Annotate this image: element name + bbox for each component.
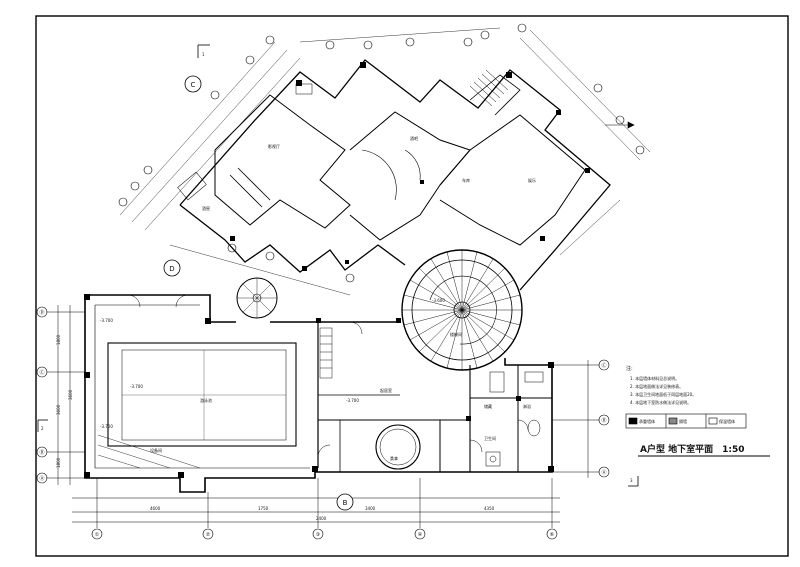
dimension-text: 1800 [56,457,61,468]
grid-bubble-left-c: Ⓒ [36,366,48,378]
section-mark-number: 2 [41,426,44,431]
grid-bubble-left-d: Ⓓ [36,306,48,318]
grid-bubble-left-b: Ⓑ [36,446,48,458]
dimension-text: 4350 [484,506,495,511]
room-label-sauna: 桑拿 [390,455,398,461]
room-label-shower: 淋浴 [523,403,531,409]
grid-lines-right [552,360,600,478]
room-label-bar: 酒吧 [410,135,418,141]
svg-text:C: C [191,81,196,89]
legend-item: 承重墙体 [639,418,655,424]
room-label-stair-hall: 楼梯间 [450,331,462,337]
section-mark-top [197,44,210,58]
direction-arrow [605,121,635,129]
dimension-text: 1750 [258,506,269,511]
svg-text:③: ③ [316,532,320,538]
spiral-stair [401,249,523,371]
room-label-store: 储藏 [484,403,492,409]
room-label-hall: 起居室 [380,387,392,393]
big-bubble-c: C [184,75,202,93]
sheet-border [35,15,789,557]
svg-text:Ⓓ: Ⓓ [39,309,44,316]
section-mark-right [628,476,639,487]
grid-bubble-1: ① [91,528,103,540]
svg-text:②: ② [206,532,211,538]
section-mark-left [37,419,48,432]
room-label-bath: 卫生间 [484,435,496,441]
room-label-pool: 游泳池 [200,397,212,403]
dimension-text: 1800 [56,334,61,345]
svg-text:Ⓑ: Ⓑ [39,449,44,456]
note-line: 2. 本层地面做法详见装修表。 [630,383,683,389]
level-mark: -3.700 [100,318,113,323]
small-spiral-stair [236,277,278,319]
svg-text:Ⓒ: Ⓒ [601,362,606,369]
note-line: 3. 本层卫生间地面低于同层地面20。 [630,391,696,397]
room-label-wine: 酒窖 [202,205,210,211]
legend-item: 隔墙 [679,418,687,424]
section-mark-number: 3 [630,478,633,483]
room-label-upper-hall: 影视厅 [268,143,280,149]
room-label-mech: 设备间 [150,447,162,453]
svg-text:①: ① [95,532,100,538]
swimming-pool [107,342,297,447]
svg-text:B: B [343,499,348,507]
sauna-round [375,424,421,470]
section-mark-number: 1 [202,52,205,57]
grid-lines-left [45,305,85,485]
note-line: 1. 本层墙体材料见总说明。 [630,375,679,381]
notes-heading: 注: [626,365,633,372]
grid-bubble-3: ③ [312,528,324,540]
room-label-play: 娱乐 [528,177,536,183]
big-bubble-b: B [336,493,354,511]
dimension-text: 3600 [56,404,61,415]
note-line: 4. 本层地下室防水做法详见说明。 [630,399,691,405]
level-mark: -3.700 [100,424,113,429]
level-mark: -3.700 [130,384,143,389]
grid-bubble-right-b: Ⓑ [598,414,610,426]
big-bubble-d: D [163,259,181,277]
room-label-garage: 车库 [462,177,470,183]
svg-text:Ⓐ: Ⓐ [601,469,606,476]
lower-basement [84,294,553,493]
dimension-total: 2400 [316,516,327,521]
svg-text:④: ④ [418,532,423,538]
svg-text:Ⓑ: Ⓑ [601,417,606,424]
grid-bubble-6: ⑥ [546,528,558,540]
general-notes: 注: 1. 本层墙体材料见总说明。 2. 本层地面做法详见装修表。 3. 本层卫… [626,365,696,405]
legend [625,413,747,429]
legend-item: 保温墙体 [719,418,735,424]
grid-bubble-right-a: Ⓐ [598,466,610,478]
level-mark: -3.600 [432,298,445,303]
svg-text:D: D [169,265,174,273]
grid-lines-bottom [72,478,560,528]
rotated-upper-wing [118,23,651,296]
level-mark: -3.700 [346,398,359,403]
svg-text:Ⓐ: Ⓐ [39,475,44,482]
dimension-text: 3400 [365,506,376,511]
grid-bubble-2: ② [202,528,214,540]
dimension-text: 3600 [68,389,73,400]
svg-text:⑥: ⑥ [550,532,555,538]
svg-text:Ⓒ: Ⓒ [39,369,44,376]
dimension-text: 4600 [150,506,161,511]
grid-bubble-right-c: Ⓒ [598,359,610,371]
drawing-title: A户型 地下室平面 1:50 [640,443,745,455]
grid-bubble-left-a: Ⓐ [36,472,48,484]
grid-bubble-4: ④ [414,528,426,540]
wall-poche [84,294,554,478]
